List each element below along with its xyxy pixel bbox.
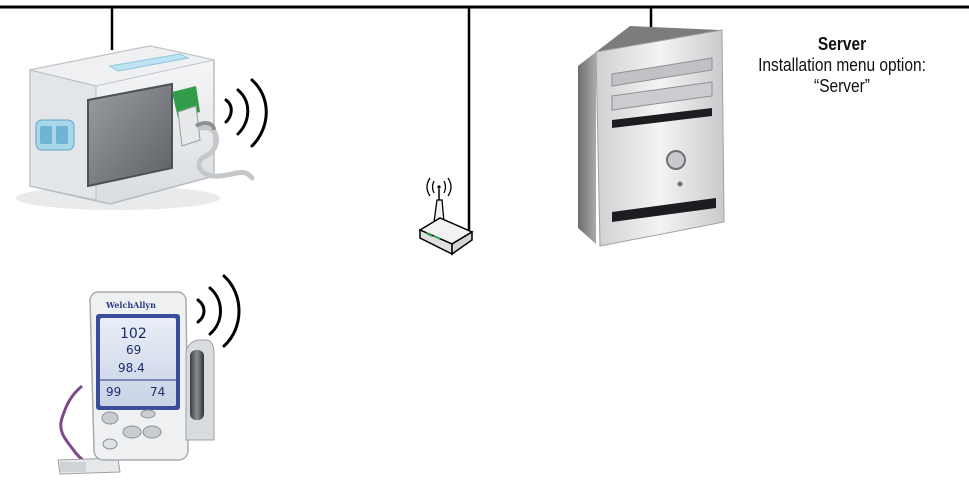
server-tower-icon [578,26,724,246]
diastolic-reading: 69 [126,343,141,357]
server-label: Server Installation menu option: “Server… [739,34,945,97]
vital-signs-monitor [16,46,252,210]
pulse-reading: 74 [150,385,165,399]
spo2-reading: 99 [106,385,121,399]
spot-vital-signs-device: WelchAllyn 102 69 98.4 99 74 [58,292,214,474]
systolic-reading: 102 [120,326,147,342]
temperature-reading: 98.4 [118,361,145,375]
server-option-label: Installation menu option: [739,55,945,76]
access-point-icon [420,178,472,254]
server-option-value: “Server” [739,76,945,97]
spot-brand-logo: WelchAllyn [105,300,156,310]
server-title: Server [739,34,945,55]
wireless-signal-icon [226,80,266,146]
wireless-signal-icon [198,276,239,346]
